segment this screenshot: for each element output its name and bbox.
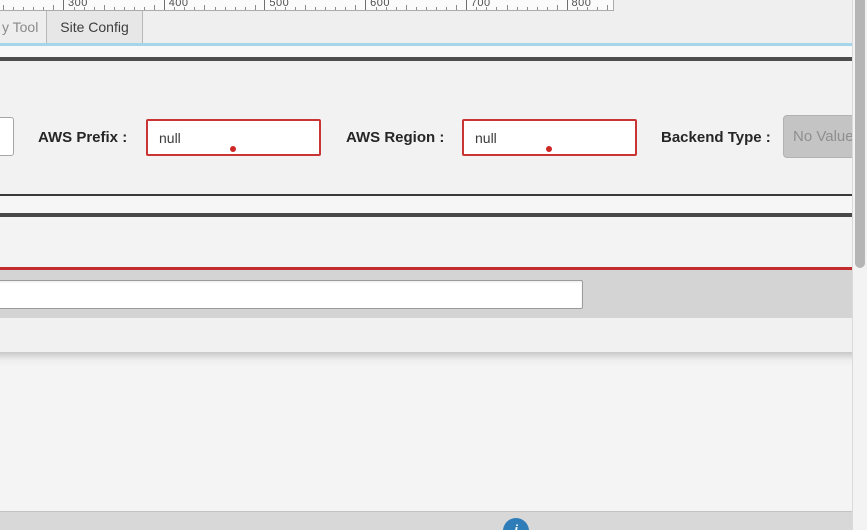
ruler-label: 700 xyxy=(470,0,491,9)
ruler-minor-tick xyxy=(144,7,145,10)
ruler-minor-tick xyxy=(425,7,427,10)
error-divider-line xyxy=(0,267,852,270)
scrollbar-thumb[interactable] xyxy=(855,0,865,268)
config-form-row: AWS Prefix : AWS Region : Backend Type :… xyxy=(0,61,863,194)
aws-prefix-label: AWS Prefix : xyxy=(38,129,128,146)
backend-type-button[interactable]: No Value xyxy=(783,115,863,158)
ruler-minor-tick xyxy=(456,5,458,10)
filter-toolbar xyxy=(0,270,852,318)
ruler-minor-tick xyxy=(355,5,357,10)
ruler-minor-tick xyxy=(133,7,135,10)
content-strip xyxy=(0,217,852,267)
ruler-minor-tick xyxy=(436,7,437,10)
ruler-minor-tick xyxy=(587,7,589,10)
ruler-minor-tick xyxy=(506,5,508,10)
tab-query-tool[interactable]: y Tool xyxy=(0,11,47,43)
ruler-major-tick xyxy=(465,0,467,10)
ruler-minor-tick xyxy=(496,7,498,10)
ruler-minor-tick xyxy=(345,7,347,10)
ruler-minor-tick xyxy=(516,7,518,10)
ruler-minor-tick xyxy=(395,7,397,10)
ruler-minor-tick xyxy=(234,7,236,10)
ruler-minor-tick xyxy=(174,7,176,10)
aws-region-label: AWS Region : xyxy=(346,129,445,146)
ruler-major-tick xyxy=(163,0,165,10)
ruler-minor-tick xyxy=(184,7,186,10)
ruler-minor-tick xyxy=(43,7,45,10)
ruler-minor-tick xyxy=(204,5,206,10)
results-panel xyxy=(0,352,852,511)
ruler-major-tick xyxy=(63,0,64,10)
ruler-label: 800 xyxy=(571,0,592,9)
divider-line xyxy=(0,194,852,196)
ruler-minor-tick xyxy=(536,7,538,10)
ruler-minor-tick xyxy=(254,5,256,10)
panel-splitter-top[interactable] xyxy=(0,57,852,61)
ruler-minor-tick xyxy=(526,7,528,10)
vertical-scrollbar[interactable] xyxy=(852,0,867,530)
ruler-major-tick xyxy=(365,0,367,10)
ruler-minor-tick xyxy=(224,7,226,10)
ruler-minor-tick xyxy=(23,7,25,10)
tab-site-config-label: Site Config xyxy=(60,19,129,35)
ruler-minor-tick xyxy=(556,5,558,10)
ruler-minor-tick xyxy=(325,7,327,10)
ruler-minor-tick xyxy=(305,5,307,10)
tab-site-config[interactable]: Site Config xyxy=(47,11,143,43)
tab-underline xyxy=(0,43,852,46)
ruler-minor-tick xyxy=(13,7,15,10)
info-icon[interactable]: i xyxy=(503,518,529,530)
ruler-minor-tick xyxy=(295,7,296,10)
ruler-minor-tick xyxy=(73,7,75,10)
ruler-minor-tick xyxy=(405,5,407,10)
ruler-minor-tick xyxy=(274,7,276,10)
ruler-minor-tick xyxy=(244,7,246,10)
ruler-minor-tick xyxy=(123,7,125,10)
ruler-label: 400 xyxy=(168,0,189,9)
cropped-input[interactable] xyxy=(0,117,14,156)
validation-dot-icon xyxy=(230,146,236,152)
ruler-minor-tick xyxy=(335,7,337,10)
ruler-minor-tick xyxy=(113,7,115,10)
ruler-major-tick xyxy=(566,0,568,10)
ruler-minor-tick xyxy=(194,7,196,10)
panel-splitter[interactable] xyxy=(0,213,852,217)
ruler-label: 300 xyxy=(68,0,88,9)
ruler-minor-tick xyxy=(597,7,599,10)
filter-input[interactable] xyxy=(0,280,583,309)
ruler-minor-tick xyxy=(83,7,85,10)
ruler-minor-tick xyxy=(93,7,95,10)
ruler-minor-tick xyxy=(103,5,105,10)
ruler-minor-tick xyxy=(285,7,286,10)
ruler-minor-tick xyxy=(546,7,548,10)
ruler-minor-tick xyxy=(486,7,488,10)
ruler-minor-tick xyxy=(3,5,4,10)
content-strip xyxy=(0,196,852,213)
ruler-minor-tick xyxy=(375,7,377,10)
content-strip xyxy=(0,46,852,57)
ruler-major-tick xyxy=(264,0,266,10)
ruler-minor-tick xyxy=(446,7,448,10)
ruler-label: 500 xyxy=(269,0,290,9)
ruler-minor-tick xyxy=(53,5,55,10)
ruler-minor-tick xyxy=(607,5,609,10)
ruler-minor-tick xyxy=(476,7,478,10)
tab-query-tool-label: y Tool xyxy=(2,19,39,35)
ruler-minor-tick xyxy=(154,5,156,10)
ruler-label: 600 xyxy=(370,0,390,9)
ruler-minor-tick xyxy=(33,7,35,10)
ruler-minor-tick xyxy=(214,7,216,10)
ruler-minor-tick xyxy=(385,7,387,10)
ruler-minor-tick xyxy=(415,7,417,10)
content-strip xyxy=(0,318,852,352)
backend-type-label: Backend Type : xyxy=(661,129,771,146)
ruler: 300 400 500 600 700 800 xyxy=(0,0,614,11)
header-bar: 300 400 500 600 700 800 y Tool Site Config xyxy=(0,0,852,43)
footer-bar xyxy=(0,511,852,530)
validation-dot-icon xyxy=(546,146,552,152)
ruler-minor-tick xyxy=(315,7,317,10)
ruler-minor-tick xyxy=(577,7,578,10)
